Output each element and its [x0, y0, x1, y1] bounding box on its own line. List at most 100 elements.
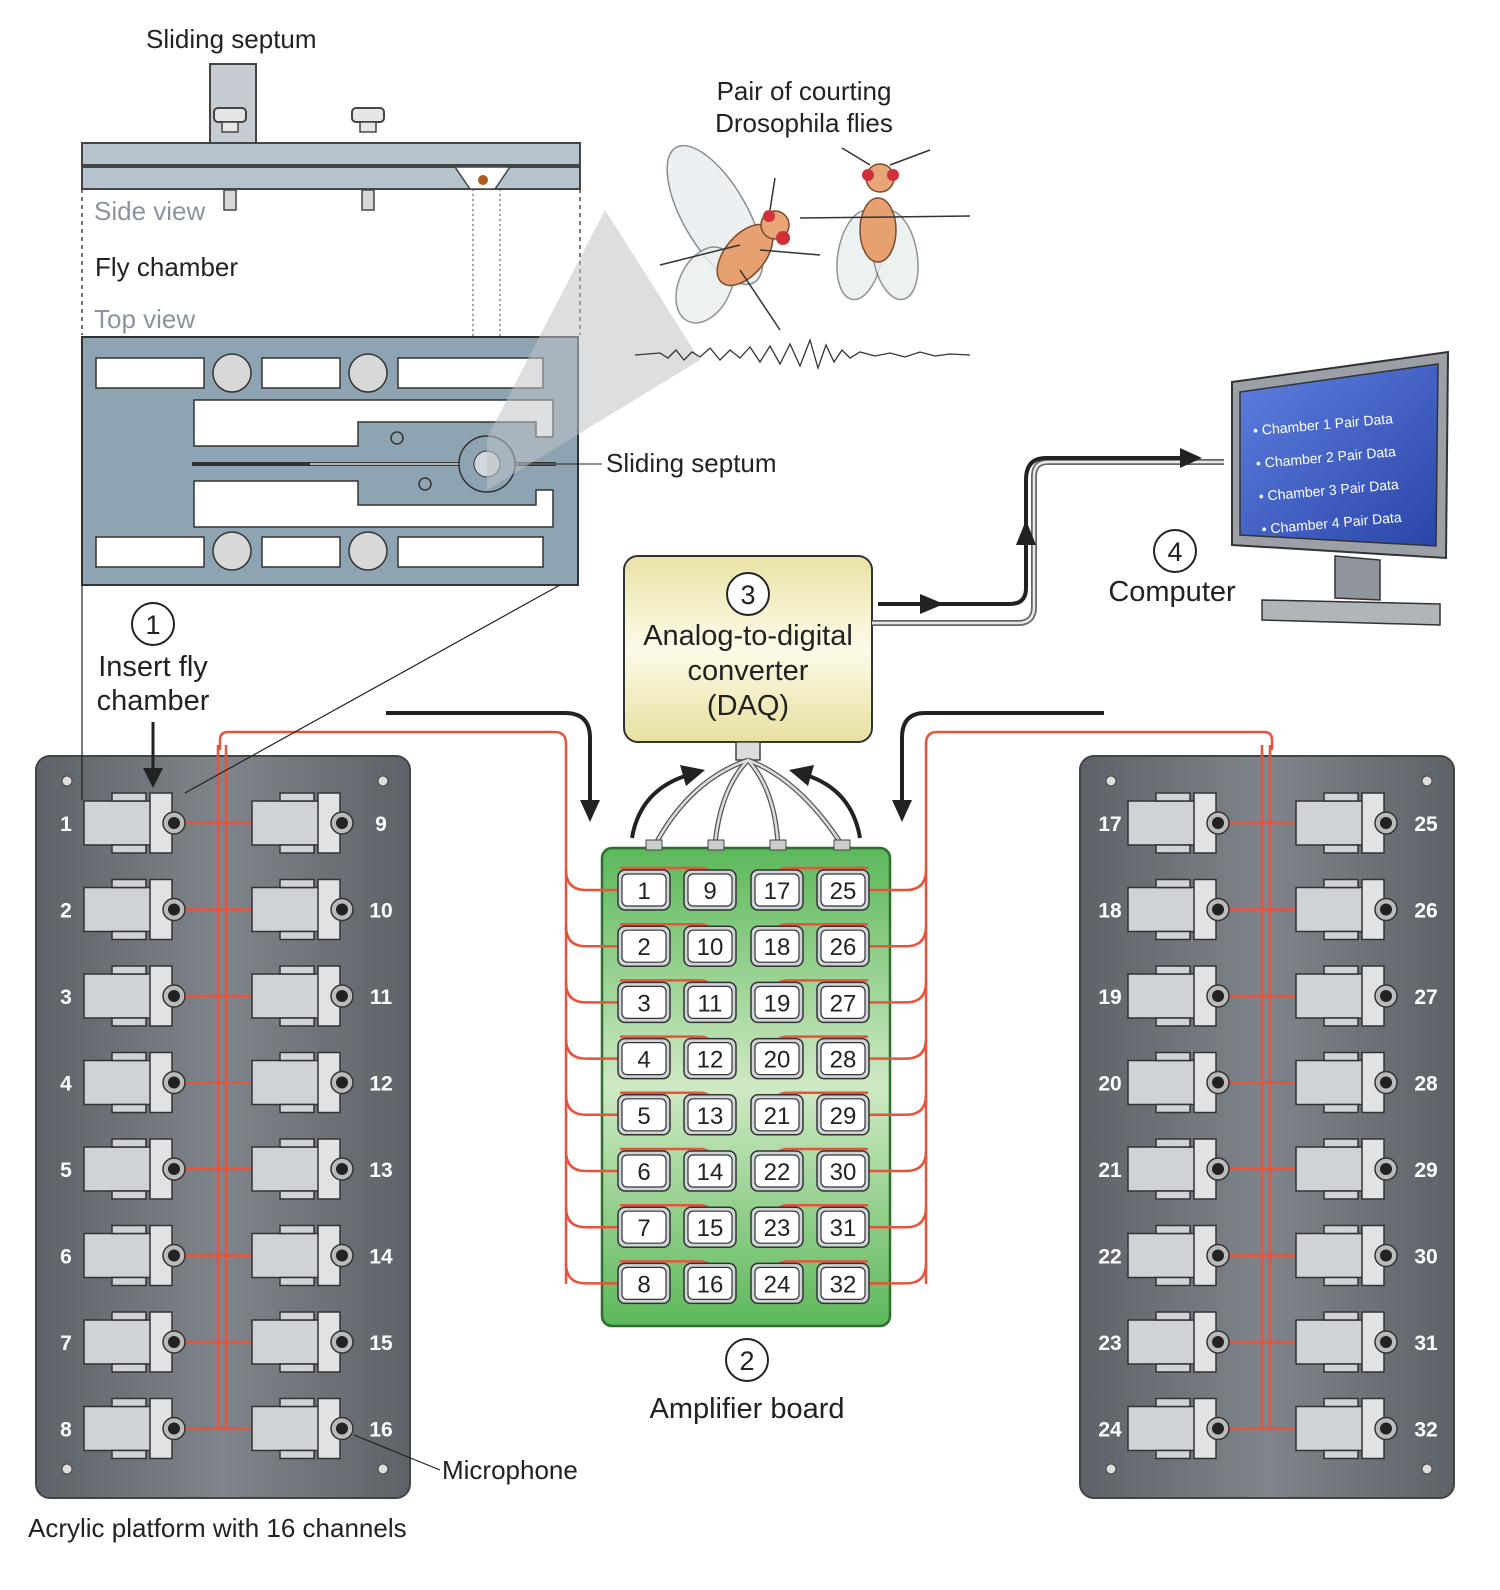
amp-channel-label: 4: [637, 1047, 650, 1074]
amp-channel-1: 1: [617, 869, 671, 911]
amp-channel-label: 16: [697, 1271, 724, 1298]
channel-number-17: 17: [1098, 813, 1121, 836]
amp-channel-label: 30: [830, 1159, 857, 1186]
right-socket-24: [1127, 1397, 1230, 1460]
left-acrylic-platform: [35, 755, 411, 1499]
amp-channel-12: 12: [683, 1037, 737, 1080]
channel-number-8: 8: [60, 1419, 72, 1442]
right-socket-19: [1127, 965, 1230, 1027]
adc-label-line3: (DAQ): [707, 690, 789, 722]
channel-number-26: 26: [1414, 900, 1437, 923]
step-circle-4: [1153, 529, 1197, 573]
channel-number-1: 1: [60, 813, 72, 836]
amp-channel-19: 19: [750, 981, 804, 1024]
amp-channel-21: 21: [750, 1094, 804, 1136]
fly-chamber-label: Fly chamber: [95, 252, 238, 282]
channel-number-3: 3: [60, 986, 72, 1009]
left-socket-11: [251, 965, 354, 1027]
right-socket-20: [1127, 1051, 1230, 1114]
channel-number-9: 9: [375, 813, 387, 836]
side-view-chamber: [81, 63, 581, 450]
amp-channel-label: 9: [703, 878, 716, 905]
insert-pointer-line: [184, 584, 561, 794]
right-socket-23: [1127, 1311, 1230, 1373]
amp-channel-label: 10: [697, 934, 724, 961]
right-socket-25: [1295, 792, 1398, 854]
amp-channel-label: 11: [698, 990, 723, 1017]
microphone-pointer-line: [353, 1434, 441, 1471]
step-1-number: 1: [145, 610, 160, 640]
signal-flow-arrows: [386, 448, 1202, 839]
amp-channel-26: 26: [816, 925, 870, 967]
amp-channel-8: 8: [617, 1262, 671, 1305]
channel-number-29: 29: [1414, 1159, 1437, 1182]
amp-channel-5: 5: [617, 1094, 671, 1136]
channel-number-22: 22: [1098, 1246, 1121, 1269]
adc-label-line2: converter: [688, 655, 809, 687]
amp-channel-30: 30: [816, 1150, 870, 1192]
channel-number-30: 30: [1414, 1246, 1437, 1269]
right-socket-17: [1127, 792, 1230, 854]
amp-channel-label: 25: [830, 878, 857, 905]
channel-number-28: 28: [1414, 1073, 1438, 1096]
step-circle-1: [131, 602, 175, 646]
amp-channel-23: 23: [750, 1206, 804, 1248]
amp-channel-14: 14: [683, 1150, 737, 1192]
amp-channel-28: 28: [816, 1037, 870, 1080]
step-4-number: 4: [1167, 537, 1182, 567]
amp-channel-label: 1: [637, 878, 650, 905]
amp-channel-24: 24: [750, 1262, 804, 1305]
channel-number-20: 20: [1098, 1073, 1121, 1096]
amp-channel-label: 18: [764, 934, 791, 961]
insert-label-line2: chamber: [97, 685, 210, 717]
courting-flies-illustration: [634, 144, 971, 371]
flies-label-line2: Drosophila flies: [715, 108, 893, 138]
step-circle-2: [725, 1338, 769, 1382]
channel-number-10: 10: [369, 900, 392, 923]
channel-number-21: 21: [1098, 1159, 1122, 1182]
step-3-number: 3: [740, 580, 755, 610]
channel-number-25: 25: [1414, 813, 1438, 836]
amp-channel-label: 17: [764, 878, 791, 905]
right-socket-18: [1127, 878, 1230, 941]
channel-number-27: 27: [1414, 986, 1437, 1009]
magnification-cone: [487, 210, 700, 490]
channel-number-5: 5: [60, 1159, 72, 1182]
amp-channel-label: 27: [830, 990, 857, 1017]
left-socket-10: [251, 878, 354, 941]
right-socket-26: [1295, 878, 1398, 941]
right-socket-22: [1127, 1224, 1230, 1287]
channel-number-23: 23: [1098, 1332, 1121, 1355]
amplifier-label: Amplifier board: [649, 1393, 844, 1425]
sliding-septum-label: Sliding septum: [606, 448, 777, 478]
computer-label: Computer: [1108, 576, 1236, 608]
computer-monitor: [1231, 350, 1450, 626]
amplifier-board: [600, 839, 892, 1328]
channel-number-6: 6: [60, 1246, 72, 1269]
left-socket-14: [251, 1224, 354, 1287]
amp-channel-label: 19: [764, 990, 791, 1017]
amp-channel-16: 16: [683, 1262, 737, 1305]
insert-label-line1: Insert fly: [98, 651, 208, 683]
amp-channel-label: 29: [830, 1103, 857, 1130]
right-socket-28: [1295, 1051, 1398, 1114]
step-2-number: 2: [739, 1346, 754, 1376]
amp-channel-27: 27: [816, 981, 870, 1024]
amp-channel-17: 17: [750, 869, 804, 911]
amp-channel-label: 7: [637, 1215, 650, 1242]
sliding-septum-top-label: Sliding septum: [146, 24, 317, 54]
channel-number-19: 19: [1098, 986, 1121, 1009]
channel-number-18: 18: [1098, 900, 1122, 923]
amp-channel-10: 10: [683, 925, 737, 967]
channel-number-2: 2: [60, 900, 72, 923]
adc-label-line1: Analog-to-digital: [643, 620, 853, 652]
daq-box: [623, 555, 873, 847]
amp-channel-11: 11: [683, 981, 737, 1024]
amp-channel-7: 7: [617, 1206, 671, 1248]
amp-channel-label: 31: [830, 1215, 857, 1242]
amp-channel-6: 6: [617, 1150, 671, 1192]
left-socket-2: [83, 878, 186, 941]
amp-channel-label: 20: [764, 1047, 791, 1074]
